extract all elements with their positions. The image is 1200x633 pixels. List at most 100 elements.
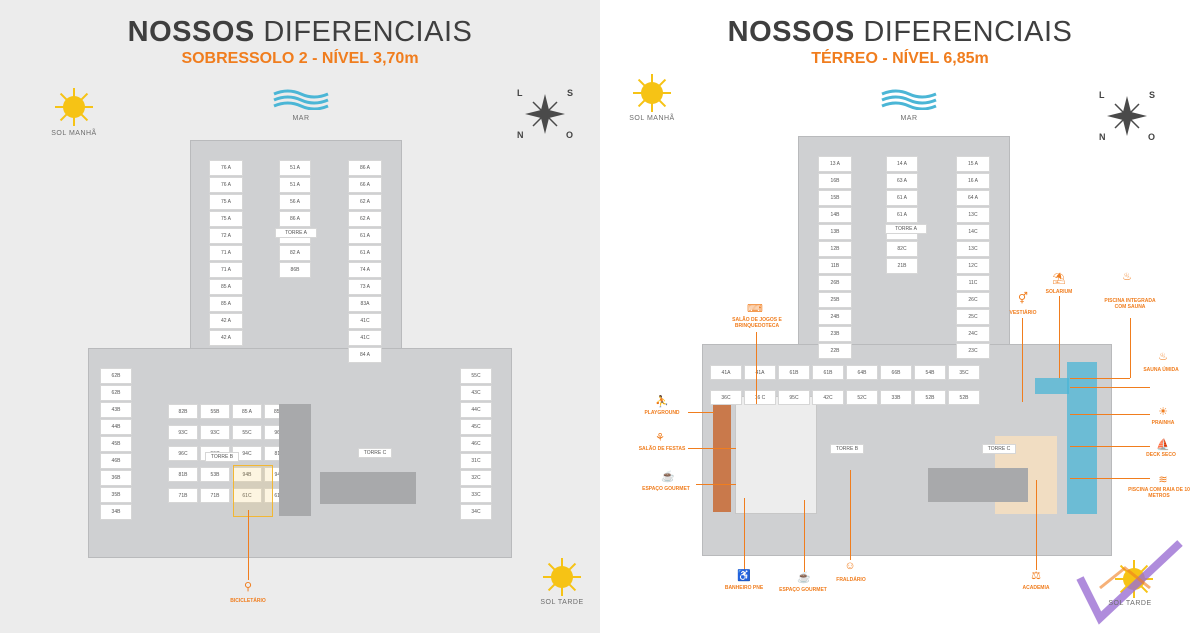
parking-stall: 62 A: [348, 211, 382, 227]
playground-icon: ⛹: [655, 396, 669, 408]
parking-stall: 75 A: [209, 211, 243, 227]
parking-stall: 12C: [956, 258, 990, 274]
parking-stall: 61C: [232, 488, 262, 503]
dumbbell-icon: ⚖: [1031, 570, 1041, 582]
parking-stall: 23C: [956, 343, 990, 359]
parking-stall: 54B: [914, 365, 946, 380]
parking-stall: 12B: [818, 241, 852, 257]
parking-stall: 42C: [812, 390, 844, 405]
parking-stall: 61 A: [886, 190, 918, 206]
parking-stall: 85 A: [209, 296, 243, 312]
parking-stall: 61 A: [348, 228, 382, 244]
parking-stall: 41C: [348, 330, 382, 346]
compass-icon: L S N O: [1099, 90, 1155, 142]
parking-stall: 11B: [818, 258, 852, 274]
callout-line: [744, 498, 745, 570]
callout-prainha: PRAINHA: [1151, 420, 1175, 426]
parking-stall: 13B: [818, 224, 852, 240]
parking-stall: 81B: [168, 467, 198, 482]
parking-stall: 52B: [948, 390, 980, 405]
parking-stall: 13 A: [818, 156, 852, 172]
callout-line: [248, 510, 249, 580]
left-subtitle: SOBRESSOLO 2 - NÍVEL 3,70m: [181, 50, 419, 67]
callout-espaco-gourmet-2: ESPAÇO GOURMET: [779, 587, 827, 593]
right-subtitle: TÉRREO - NÍVEL 6,85m: [811, 50, 989, 67]
callout-solarium: SOLARIUM: [1045, 289, 1073, 295]
parking-stall: 83A: [348, 296, 382, 312]
callout-deck-seco: DECK SECO: [1146, 452, 1176, 458]
watermark-logo: [1076, 540, 1183, 625]
parking-stall: 61B: [778, 365, 810, 380]
chef-hat-icon: ☕: [797, 572, 811, 584]
parking-stall: 85 A: [232, 404, 262, 419]
callout-line: [696, 484, 736, 485]
parking-stall: 52C: [846, 390, 878, 405]
callout-salao-de-jogos: SALÃO DE JOGOS E BRINQUEDOTECA: [732, 317, 782, 329]
sol-manha-label: SOL MANHÃ: [629, 115, 675, 122]
parking-stall: 36B: [100, 470, 132, 486]
parking-stall: 36C: [710, 390, 742, 405]
parking-stall: 35B: [100, 487, 132, 503]
parking-stall: 82 A: [279, 245, 311, 261]
callout-line: [1070, 387, 1150, 388]
parking-stall: 73 A: [348, 279, 382, 295]
callout-banheiro-pne: BANHEIRO PNE: [724, 585, 764, 591]
parking-stall: 41A: [744, 365, 776, 380]
callout-espaco-gourmet: ESPAÇO GOURMET: [642, 486, 690, 492]
parking-stall: 43C: [460, 385, 492, 401]
parking-stall: 76 A: [209, 160, 243, 176]
parking-stall: 86 A: [348, 160, 382, 176]
parking-stall: 45C: [460, 419, 492, 435]
parking-stall: 55B: [200, 404, 230, 419]
sauna-icon: ♨: [1158, 351, 1168, 363]
sol-manha-label: SOL MANHÃ: [51, 130, 97, 137]
parking-stall: 71B: [168, 488, 198, 503]
callout-vestiario: VESTIÁRIO: [1009, 310, 1037, 316]
sea-icon: [881, 89, 937, 110]
baby-icon: ☺: [844, 560, 856, 572]
parking-stall: 62 A: [348, 194, 382, 210]
sol-tarde-label: SOL TARDE: [1108, 600, 1152, 607]
parking-stall: 14B: [818, 207, 852, 223]
wheelchair-icon: ♿: [737, 570, 751, 582]
callout-line: [1070, 378, 1130, 379]
bike-rack-area: [233, 465, 273, 517]
compass-icon: L S N O: [517, 88, 573, 140]
parking-stall: 41A: [710, 365, 742, 380]
parking-stall: 64B: [846, 365, 878, 380]
parking-stall: 42 A: [209, 330, 243, 346]
gamepad-icon: ⌨: [747, 303, 763, 315]
parking-stall: 24B: [818, 309, 852, 325]
bicycle-icon: ⚲: [243, 581, 253, 593]
parking-stall: 33B: [880, 390, 912, 405]
parking-stall: 76 A: [209, 177, 243, 193]
parking-stall: 51 A: [279, 160, 311, 176]
restroom-icon: ⚥: [1018, 293, 1028, 305]
parking-stall: 32C: [460, 470, 492, 486]
parking-stall: 51 A: [279, 177, 311, 193]
callout-sauna-umida: SAUNA ÚMIDA: [1143, 367, 1179, 373]
parking-stall: 13C: [956, 241, 990, 257]
left-title: NOSSOS DIFERENCIAIS: [127, 16, 473, 48]
parking-stall: 31C: [460, 453, 492, 469]
parking-stall: 61 A: [348, 245, 382, 261]
parking-stall: 93C: [168, 425, 198, 440]
parking-stall: 53B: [200, 467, 230, 482]
torre-label: TORRE C: [358, 448, 392, 458]
parking-stall: 16 A: [956, 173, 990, 189]
parking-stall: 23B: [818, 326, 852, 342]
torre-label: TORRE B: [830, 444, 864, 454]
callout-line: [688, 448, 736, 449]
parking-stall: 16B: [818, 173, 852, 189]
parking-stall: 52B: [914, 390, 946, 405]
callout-line: [1070, 414, 1150, 415]
ramp: [320, 472, 416, 504]
callout-line: [1059, 296, 1060, 378]
parking-stall: 44B: [100, 419, 132, 435]
sol-tarde-label: SOL TARDE: [540, 599, 584, 606]
swimmer-icon: ≋: [1158, 474, 1168, 486]
parking-stall: 11C: [956, 275, 990, 291]
parking-stall: 26C: [956, 292, 990, 308]
parking-stall: 61B: [812, 365, 844, 380]
parking-stall: 26B: [818, 275, 852, 291]
